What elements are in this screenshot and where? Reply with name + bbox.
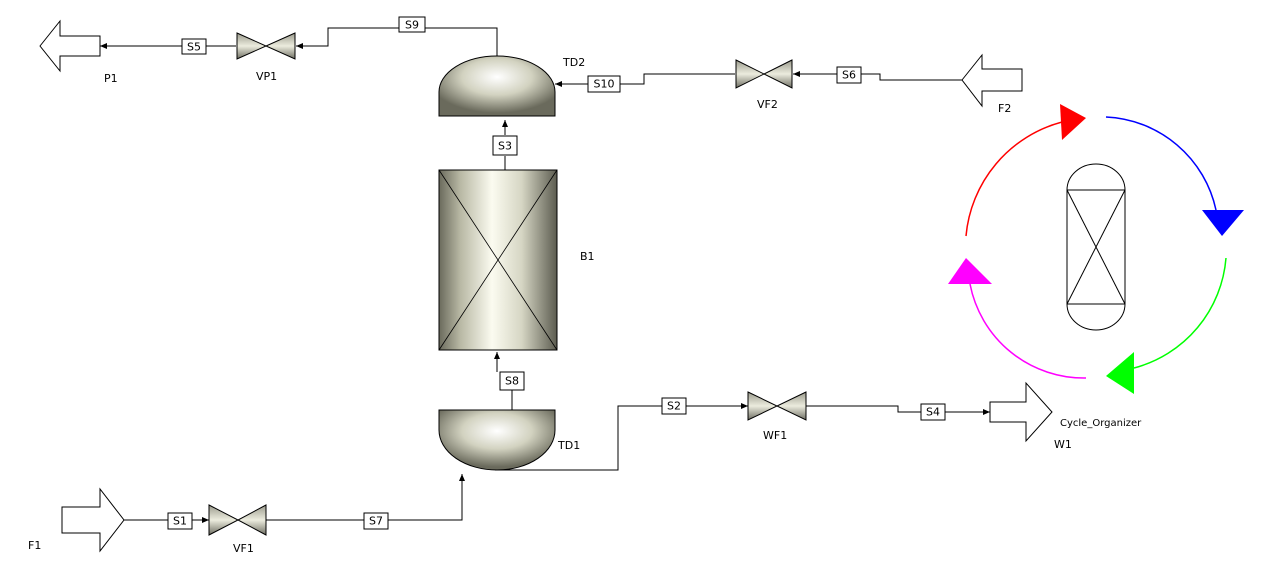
stream-s3-label: S3 <box>498 140 512 153</box>
block-td1-label: TD1 <box>557 439 580 452</box>
valve-vf2-label: VF2 <box>757 98 778 111</box>
block-b1-label: B1 <box>580 250 595 263</box>
cycle-magenta-arc <box>969 283 1087 379</box>
stream-s1-tag[interactable]: S1 <box>167 512 193 530</box>
valve-vp1[interactable]: VP1 <box>236 32 296 83</box>
feed-f1-label: F1 <box>28 539 41 552</box>
cycle-organizer-icon[interactable] <box>948 104 1244 394</box>
stream-s4-label: S4 <box>926 406 940 419</box>
stream-s4-line[interactable] <box>806 405 990 415</box>
valve-vf2[interactable]: VF2 <box>735 59 793 111</box>
cycle-blue-arrowhead <box>1202 210 1244 236</box>
cycle-blue-arc <box>1105 116 1217 211</box>
stream-s2-label: S2 <box>667 400 681 413</box>
stream-s6-tag[interactable]: S6 <box>836 66 862 84</box>
product-w1-arrow[interactable]: W1 <box>989 381 1072 451</box>
stream-s7-line[interactable] <box>266 474 465 521</box>
valve-wf1[interactable]: WF1 <box>747 391 807 442</box>
stream-s3-line[interactable] <box>502 120 508 170</box>
stream-s9-tag[interactable]: S9 <box>398 16 426 33</box>
stream-s10-label: S10 <box>594 78 615 91</box>
stream-s3-tag[interactable]: S3 <box>492 135 518 156</box>
stream-s5-label: S5 <box>187 41 201 54</box>
stream-s10-line[interactable] <box>555 73 735 87</box>
stream-s2-tag[interactable]: S2 <box>661 397 687 415</box>
cycle-magenta-arrowhead <box>948 258 992 284</box>
stream-s6-label: S6 <box>842 69 856 82</box>
product-w1-label: W1 <box>1054 438 1072 451</box>
cycle-red-arrowhead <box>1060 104 1086 140</box>
feed-f2-arrow[interactable]: F2 <box>961 53 1023 115</box>
stream-s8-line[interactable] <box>494 352 513 410</box>
feed-f1-arrow[interactable]: F1 <box>28 487 125 553</box>
block-b1[interactable]: B1 <box>438 169 595 351</box>
stream-s8-tag[interactable]: S8 <box>499 371 525 391</box>
stream-s5-line[interactable] <box>100 43 236 49</box>
block-td1[interactable]: TD1 <box>438 409 580 471</box>
stream-s7-tag[interactable]: S7 <box>363 512 389 530</box>
valve-vf1-label: VF1 <box>233 542 254 555</box>
cycle-reactor-icon <box>1066 163 1126 331</box>
stream-s6-line[interactable] <box>793 71 962 81</box>
block-td2[interactable]: TD2 <box>438 55 585 117</box>
cycle-organizer-label: Cycle_Organizer <box>1060 418 1142 429</box>
valve-vp1-label: VP1 <box>256 70 277 83</box>
cycle-green-arc <box>1133 257 1227 369</box>
stream-s9-label: S9 <box>405 19 419 32</box>
feed-f2-label: F2 <box>998 102 1011 115</box>
valve-wf1-label: WF1 <box>763 429 787 442</box>
stream-s5-tag[interactable]: S5 <box>181 38 207 55</box>
valve-vf1[interactable]: VF1 <box>208 504 267 555</box>
stream-s7-label: S7 <box>369 515 383 528</box>
block-td2-label: TD2 <box>562 56 585 69</box>
product-p1-label: P1 <box>104 72 118 85</box>
stream-s4-tag[interactable]: S4 <box>920 403 946 421</box>
product-p1-arrow[interactable]: P1 <box>39 19 118 85</box>
cycle-red-arc <box>965 121 1063 237</box>
stream-s9-line[interactable] <box>296 27 498 56</box>
stream-s10-tag[interactable]: S10 <box>587 75 621 93</box>
stream-s1-label: S1 <box>173 515 187 528</box>
stream-s8-label: S8 <box>505 375 519 388</box>
stream-s1-line[interactable] <box>124 517 209 523</box>
cycle-green-arrowhead <box>1106 352 1134 394</box>
